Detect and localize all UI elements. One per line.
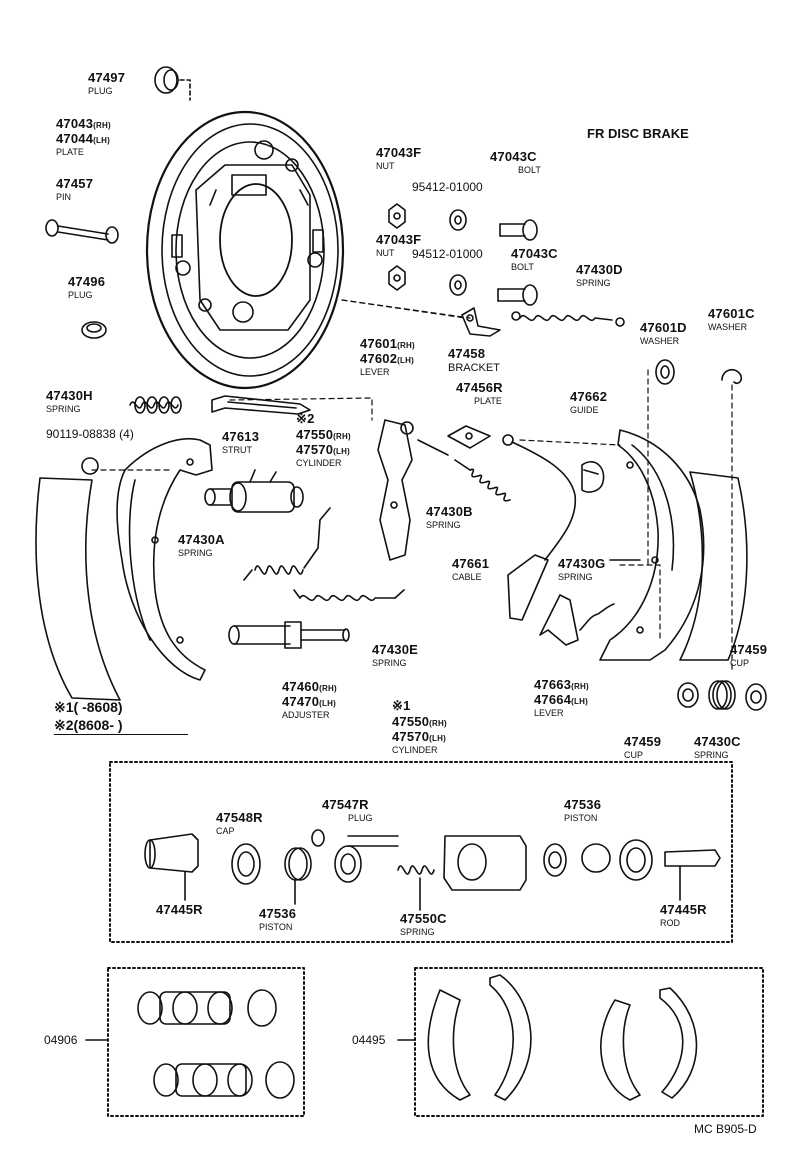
- figure-code: MC B905-D: [694, 1122, 757, 1136]
- note-2: ※2(8608- ): [54, 718, 188, 735]
- bolt-90119-drawing: [81, 457, 99, 475]
- right-shoe-lining-drawing: [679, 471, 748, 661]
- note-1: ※1( -8608): [54, 699, 123, 715]
- spring-47430b-drawing: [417, 439, 511, 502]
- part-label-04495: 04495: [352, 1033, 386, 1047]
- pin-47457-drawing: [45, 219, 119, 244]
- spring-47430g-drawing: [579, 603, 615, 631]
- adjuster-47460-drawing: [228, 621, 350, 649]
- cable-47661-drawing: [502, 434, 577, 621]
- part-label-47043-47044: 47043(RH) 47044(LH) PLATE: [56, 116, 111, 157]
- part-label-47445r-left: 47445R: [156, 902, 203, 917]
- part-label-04906: 04906: [44, 1033, 78, 1047]
- part-label-47601-47602: 47601(RH) 47602(LH) LEVER: [360, 336, 415, 377]
- backing-plate-drawing: [145, 110, 345, 390]
- bracket-47458-drawing: [461, 307, 501, 337]
- kit-04495-box: [397, 967, 764, 1117]
- wheel-cylinder-drawing: [204, 469, 304, 513]
- fasteners-drawing: [388, 203, 538, 306]
- plate-47456r-drawing: [447, 425, 491, 449]
- part-label-90119-08838: 90119-08838 (4): [46, 427, 134, 441]
- plug-47496-drawing: [81, 321, 107, 339]
- part-label-47460-47470: 47460(RH) 47470(LH) ADJUSTER: [282, 679, 337, 720]
- plug-47497-drawing: [154, 66, 191, 101]
- spring-47430d-drawing: [511, 311, 625, 327]
- kit-04906-box: [85, 967, 305, 1117]
- diagram-title: FR DISC BRAKE: [587, 126, 689, 141]
- lever-47601-drawing: [377, 419, 414, 561]
- leader-lines: [91, 299, 733, 671]
- spring-47430e-drawing: [293, 589, 405, 602]
- part-label-95412-01000: 95412-01000: [412, 180, 483, 194]
- guide-47662-drawing: [581, 461, 605, 493]
- lever-47663-drawing: [539, 594, 579, 646]
- spring-47430a-drawing: [243, 507, 331, 581]
- cylinder-parts-box: [109, 761, 733, 943]
- part-label-94512-01000: 94512-01000: [412, 247, 483, 261]
- part-label-47550-box: ※1 47550(RH) 47570(LH) CYLINDER: [392, 698, 447, 755]
- left-shoe-lining-drawing: [35, 477, 121, 701]
- part-label-47663-47664: 47663(RH) 47664(LH) LEVER: [534, 677, 589, 718]
- cups-drawing: [677, 680, 767, 711]
- part-label-47550-upper: ※2 47550(RH) 47570(LH) CYLINDER: [296, 411, 351, 468]
- left-shoe-drawing: [116, 438, 213, 681]
- washers-drawing: [655, 359, 743, 385]
- spring-47430h-drawing: [129, 396, 182, 414]
- strut-47613-drawing: [211, 395, 311, 415]
- right-shoe-drawing: [599, 429, 705, 661]
